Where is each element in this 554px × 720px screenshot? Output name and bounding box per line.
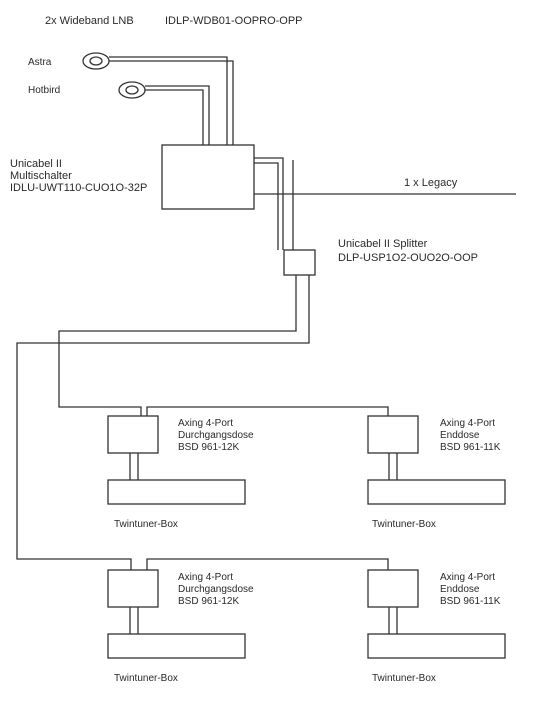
socket-2-line1: Axing 4-Port xyxy=(440,418,496,429)
socket-1-line1: Axing 4-Port xyxy=(178,418,234,429)
socket-label-1: Axing 4-Port Durchgangsdose BSD 961-12K xyxy=(178,418,254,454)
multiswitch-line2: Multischalter xyxy=(10,170,72,182)
socket-box-3 xyxy=(107,569,159,608)
socket-3-line2: Durchgangsdose xyxy=(178,584,254,595)
multiswitch-box xyxy=(161,144,255,210)
socket-4-line3: BSD 961-11K xyxy=(440,596,501,607)
receiver-box-3 xyxy=(107,633,246,659)
multiswitch-splitter-cables xyxy=(254,157,294,250)
socket-1-line2: Durchgangsdose xyxy=(178,430,254,441)
splitter-box xyxy=(283,249,316,276)
socket-label-4: Axing 4-Port Enddose BSD 961-11K xyxy=(440,572,500,608)
socket-4-line2: Enddose xyxy=(440,584,480,595)
splitter-line1: Unicabel II Splitter xyxy=(338,238,428,250)
lnb-cables xyxy=(109,56,234,145)
multiswitch-line3: IDLU-UWT110-CUO1O-32P xyxy=(10,182,148,194)
socket-1-line3: BSD 961-12K xyxy=(178,442,240,453)
socket-box-4 xyxy=(367,569,419,608)
satellite-label-astra: Astra xyxy=(28,57,52,68)
receiver-label-3: Twintuner-Box xyxy=(114,673,178,684)
legacy-label: 1 x Legacy xyxy=(404,177,458,189)
socket-3-line1: Axing 4-Port xyxy=(178,572,234,583)
multiswitch-label: Unicabel II Multischalter IDLU-UWT110-CU… xyxy=(10,158,147,194)
lnb-astra-icon xyxy=(82,52,110,70)
splitter-output-cables xyxy=(16,275,310,570)
receiver-box-2 xyxy=(367,479,506,505)
lnb-label: 2x Wideband LNB xyxy=(45,15,134,27)
multiswitch-line1: Unicabel II xyxy=(10,158,62,170)
socket-4-line1: Axing 4-Port xyxy=(440,572,496,583)
socket-box-2 xyxy=(367,415,419,454)
socket-3-line3: BSD 961-12K xyxy=(178,596,240,607)
lnb-model: IDLP-WDB01-OOPRO-OPP xyxy=(165,15,303,27)
socket-2-line3: BSD 961-11K xyxy=(440,442,501,453)
socket-2-line2: Enddose xyxy=(440,430,480,441)
socket-label-3: Axing 4-Port Durchgangsdose BSD 961-12K xyxy=(178,572,254,608)
satellite-label-hotbird: Hotbird xyxy=(28,85,61,96)
receiver-label-1: Twintuner-Box xyxy=(114,519,178,530)
receiver-box-4 xyxy=(367,633,506,659)
receiver-label-4: Twintuner-Box xyxy=(372,673,436,684)
lnb-hotbird-icon xyxy=(118,81,146,99)
socket-label-2: Axing 4-Port Enddose BSD 961-11K xyxy=(440,418,500,454)
splitter-label: Unicabel II Splitter DLP-USP1O2-OUO2O-OO… xyxy=(338,238,478,264)
receiver-label-2: Twintuner-Box xyxy=(372,519,436,530)
receiver-box-1 xyxy=(107,479,246,505)
splitter-line2: DLP-USP1O2-OUO2O-OOP xyxy=(338,252,478,264)
socket-box-1 xyxy=(107,415,159,454)
